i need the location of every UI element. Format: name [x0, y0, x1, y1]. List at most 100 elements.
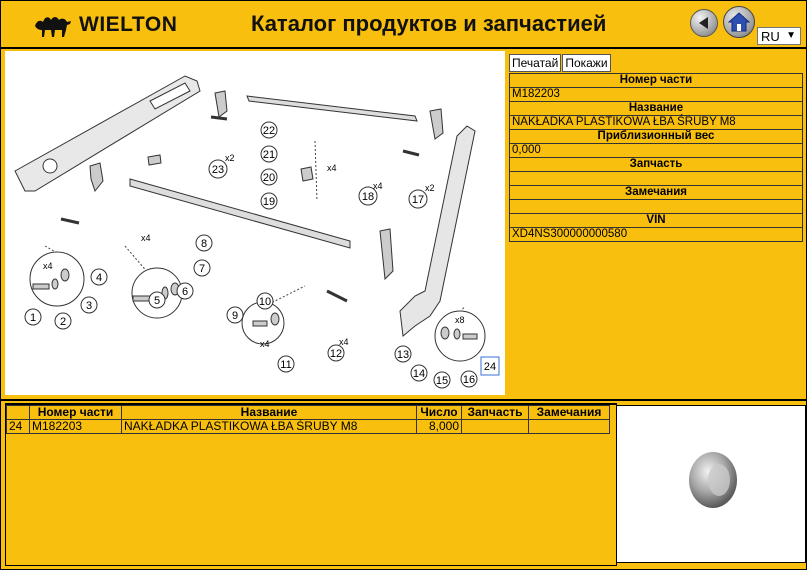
- callout-12: 12: [327, 344, 345, 362]
- row-name: NAKŁADKA PLASTIKOWA ŁBA ŚRUBY M8: [121, 419, 417, 434]
- svg-text:15: 15: [436, 375, 448, 387]
- svg-text:19: 19: [263, 196, 275, 208]
- svg-text:14: 14: [413, 368, 425, 380]
- detail-tabs: Печатай Покажи: [509, 54, 805, 72]
- svg-text:x2: x2: [225, 153, 235, 163]
- svg-text:x4: x4: [373, 181, 383, 191]
- svg-text:1: 1: [30, 312, 36, 324]
- svg-text:3: 3: [86, 300, 92, 312]
- weight-label: Приблизионный вес: [509, 129, 803, 144]
- col-spare: Запчасть: [461, 405, 529, 420]
- svg-text:17: 17: [412, 194, 424, 206]
- callout-9: 9: [226, 306, 244, 324]
- callout-4: 4: [90, 268, 108, 286]
- callout-11: 11: [277, 355, 295, 373]
- chevron-down-icon: ▼: [786, 30, 796, 41]
- svg-text:9: 9: [232, 310, 238, 322]
- notes-value: [509, 199, 803, 214]
- home-button[interactable]: [723, 6, 755, 38]
- callout-18: 18: [358, 186, 378, 206]
- weight-value: 0,000: [509, 143, 803, 158]
- svg-text:x4: x4: [141, 233, 151, 243]
- spare-value: [509, 171, 803, 186]
- svg-text:2: 2: [60, 316, 66, 328]
- col-quantity: Число: [416, 405, 462, 420]
- svg-text:x8: x8: [455, 315, 465, 325]
- row-part-number: M182203: [29, 419, 122, 434]
- callout-2: 2: [54, 312, 72, 330]
- svg-text:6: 6: [182, 286, 188, 298]
- svg-text:20: 20: [263, 172, 275, 184]
- bolt-cap-image: [689, 452, 737, 508]
- row-notes: [528, 419, 610, 434]
- svg-text:21: 21: [263, 149, 275, 161]
- parts-list-panel: Номер части Название Число Запчасть Заме…: [5, 403, 617, 566]
- callout-15: 15: [433, 371, 451, 389]
- parts-table-header: Номер части Название Число Запчасть Заме…: [6, 405, 610, 420]
- header: WIELTON Каталог продуктов и запчастией R…: [1, 1, 806, 49]
- svg-text:4: 4: [96, 272, 102, 284]
- col-position: [6, 405, 30, 420]
- name-value: NAKŁADKA PLASTIKOWA ŁBA ŚRUBY M8: [509, 115, 803, 130]
- show-button[interactable]: Покажи: [562, 54, 611, 72]
- svg-text:24: 24: [484, 361, 496, 373]
- svg-text:7: 7: [199, 263, 205, 275]
- svg-text:x2: x2: [425, 183, 435, 193]
- callout-16: 16: [460, 370, 478, 388]
- svg-text:13: 13: [397, 349, 409, 361]
- svg-text:10: 10: [259, 296, 271, 308]
- back-arrow-icon: [699, 17, 708, 29]
- part-preview: [616, 405, 806, 563]
- callout-17: 17: [408, 189, 428, 209]
- callout-13: 13: [394, 345, 412, 363]
- callout-5: 5: [148, 291, 166, 309]
- col-notes: Замечания: [528, 405, 610, 420]
- callout-10: 10: [256, 292, 274, 310]
- callout-1: 1: [24, 308, 42, 326]
- svg-text:11: 11: [280, 359, 291, 371]
- logo-text: WIELTON: [79, 13, 178, 36]
- row-spare: [461, 419, 529, 434]
- svg-text:22: 22: [263, 125, 275, 137]
- callout-8: 8: [195, 234, 213, 252]
- callout-19: 19: [260, 192, 278, 210]
- svg-text:12: 12: [330, 348, 342, 360]
- vin-label: VIN: [509, 213, 803, 228]
- print-button[interactable]: Печатай: [509, 54, 562, 72]
- parts-diagram: 1 2 3 4 5 6 7 8 9 10 11 12 13 14 15 16 1…: [5, 51, 505, 395]
- camel-icon: [35, 17, 71, 37]
- home-icon: [728, 12, 750, 32]
- language-select[interactable]: RU ▼: [757, 27, 801, 45]
- notes-label: Замечания: [509, 185, 803, 200]
- svg-text:x4: x4: [260, 339, 270, 349]
- wielton-logo: WIELTON: [33, 10, 177, 40]
- parts-table: Номер части Название Число Запчасть Заме…: [6, 405, 610, 434]
- spare-label: Запчасть: [509, 157, 803, 172]
- callout-6: 6: [176, 282, 194, 300]
- callout-7: 7: [193, 259, 211, 277]
- svg-text:8: 8: [201, 238, 207, 250]
- callout-21: 21: [260, 145, 278, 163]
- part-details-panel: Печатай Покажи Номер части M182203 Назва…: [509, 54, 805, 242]
- svg-text:x4: x4: [43, 261, 53, 271]
- callout-24: 24: [480, 356, 500, 376]
- vin-value: XD4NS300000000580: [509, 227, 803, 242]
- language-value: RU: [761, 28, 780, 44]
- callout-20: 20: [260, 168, 278, 186]
- name-label: Название: [509, 101, 803, 116]
- callout-3: 3: [80, 296, 98, 314]
- section-divider: [1, 399, 806, 401]
- svg-text:5: 5: [154, 295, 160, 307]
- row-position: 24: [6, 419, 30, 434]
- part-info-table: Номер части M182203 Название NAKŁADKA PL…: [509, 73, 803, 242]
- callout-22: 22: [260, 121, 278, 139]
- back-button[interactable]: [690, 9, 718, 37]
- svg-text:x4: x4: [339, 337, 349, 347]
- table-row[interactable]: 24 M182203 NAKŁADKA PLASTIKOWA ŁBA ŚRUBY…: [6, 419, 610, 434]
- svg-text:16: 16: [463, 374, 475, 386]
- svg-text:18: 18: [362, 191, 374, 203]
- col-name: Название: [121, 405, 417, 420]
- callout-14: 14: [410, 364, 428, 382]
- exploded-view-drawing: 1 2 3 4 5 6 7 8 9 10 11 12 13 14 15 16 1…: [14, 75, 500, 389]
